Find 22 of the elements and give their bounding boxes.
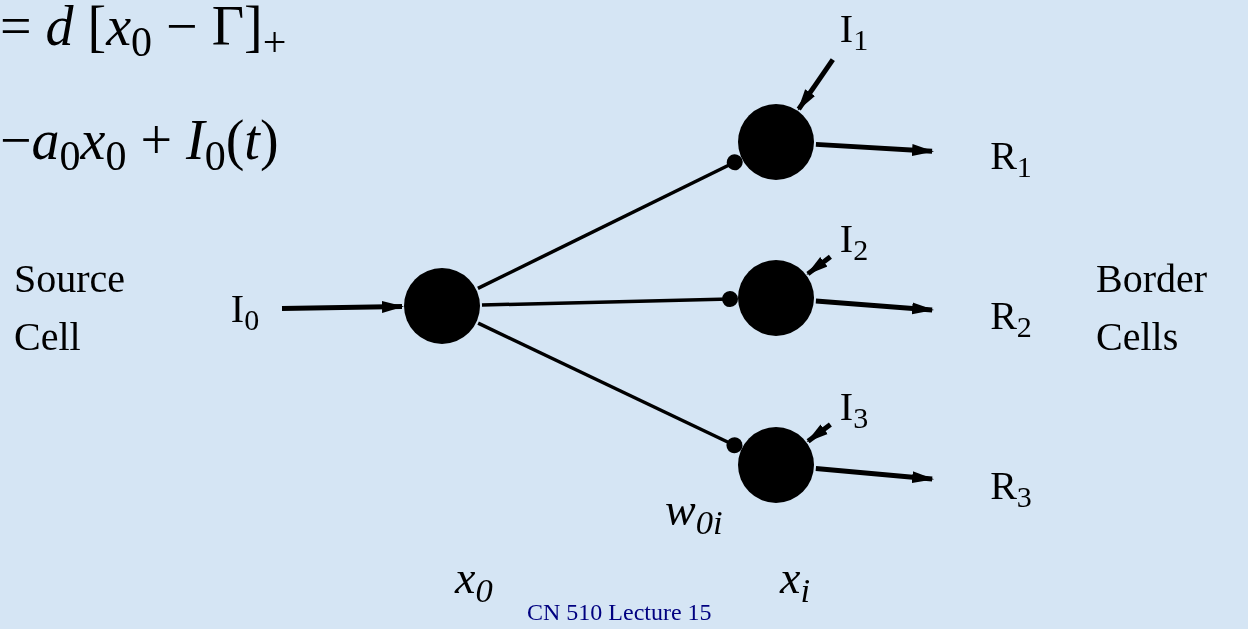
variable-label: x$_{i}$ <box>780 552 810 603</box>
signal-label: R$_{2}$ <box>990 296 1032 336</box>
signal-label: R$_{3}$ <box>990 466 1032 506</box>
arrow <box>815 141 935 157</box>
signal-label: I$_{2}$ <box>839 219 869 259</box>
weight-label: w$_{0i}$ <box>665 484 723 535</box>
arrow <box>815 298 935 315</box>
variable-label: x$_{0}$ <box>455 552 493 603</box>
arrow <box>796 58 835 111</box>
signal-label: I$_{3}$ <box>839 387 869 427</box>
arrow <box>815 466 935 484</box>
arrow <box>806 422 832 444</box>
footer-text: CN 510 Lecture 15 <box>527 599 712 625</box>
equation: −a$_{0}$x$_{0}$ + I$_{0}$(t) <box>0 109 279 171</box>
signal-label: I$_{0}$ <box>230 289 260 329</box>
source-cell-label: Source Cell <box>14 256 126 359</box>
border-cells-label: Border Cells <box>1096 256 1208 359</box>
arrow <box>281 300 404 313</box>
equation: = d [x$_{0}$ − Γ]$_{+}$ <box>0 0 287 57</box>
arrow <box>806 254 832 276</box>
signal-label: I$_{1}$ <box>839 9 869 49</box>
signal-label: R$_{1}$ <box>990 136 1032 176</box>
